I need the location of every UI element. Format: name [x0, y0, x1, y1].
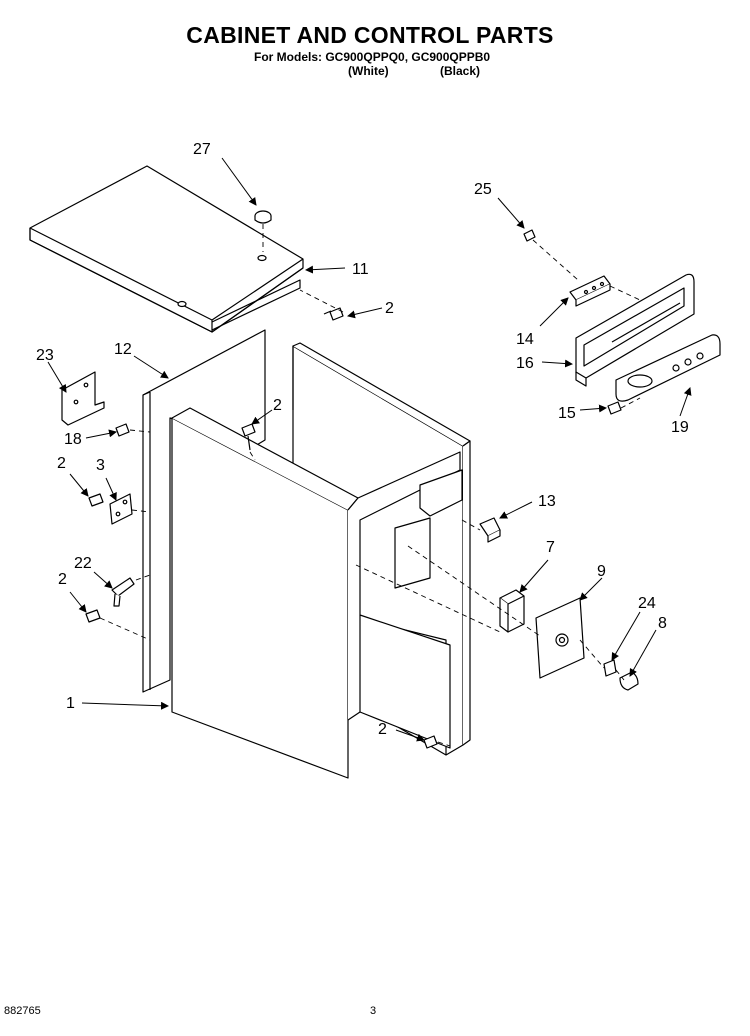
callout-19: 19	[671, 419, 689, 436]
relay-part	[499, 589, 525, 633]
callout-16: 16	[516, 355, 534, 372]
leader-13	[499, 501, 533, 519]
callout-12: 12	[114, 341, 132, 358]
terminal-block-part	[479, 517, 501, 543]
callout-2: 2	[385, 300, 394, 317]
leader-2e	[395, 729, 425, 742]
leader-2d	[69, 591, 87, 613]
switch-part	[569, 275, 611, 307]
page-title: CABINET AND CONTROL PARTS	[186, 22, 554, 48]
control-panel-part	[575, 273, 695, 387]
screw-control-panel	[607, 401, 622, 415]
callout-2: 2	[57, 455, 66, 472]
leader-11	[305, 265, 346, 274]
control-overlay-part	[615, 334, 721, 402]
document-number: 882765	[4, 1005, 41, 1017]
hinge-plate-part	[109, 493, 133, 525]
color-black-label: (Black)	[440, 64, 481, 78]
screw-bottom	[423, 735, 438, 749]
leader-3	[105, 477, 117, 501]
callout-14: 14	[516, 331, 534, 348]
leader-24	[611, 611, 641, 661]
leader-16	[541, 359, 573, 368]
leader-27	[221, 157, 257, 206]
callout-23: 23	[36, 347, 54, 364]
leader-1	[81, 701, 169, 710]
callout-8: 8	[658, 615, 667, 632]
callout-2: 2	[378, 721, 387, 738]
callout-7: 7	[546, 539, 555, 556]
screw-bracket	[115, 423, 130, 437]
nut-part	[603, 659, 617, 677]
leader-18	[85, 429, 117, 439]
callout-2: 2	[273, 397, 282, 414]
leader-22	[93, 571, 113, 589]
color-white-label: (White)	[348, 64, 389, 78]
screw-near-top	[323, 307, 344, 321]
leader-14	[539, 297, 569, 327]
leader-8	[629, 629, 657, 677]
leader-19	[679, 387, 692, 417]
callout-3: 3	[96, 457, 105, 474]
latch-part	[111, 577, 135, 607]
screw-top-right	[523, 229, 536, 242]
screw-hinge	[88, 493, 104, 507]
callout-22: 22	[74, 555, 92, 572]
leader-15	[579, 404, 607, 413]
leader-2c	[69, 473, 89, 497]
knob-part	[619, 671, 639, 691]
leader-7	[519, 559, 549, 593]
callout-13: 13	[538, 493, 556, 510]
callout-18: 18	[64, 431, 82, 448]
screw-center	[241, 423, 256, 451]
callout-9: 9	[597, 563, 606, 580]
timer-plate-part	[535, 597, 585, 679]
callout-27: 27	[193, 141, 211, 158]
bracket-part	[61, 371, 105, 426]
front-side-panel	[171, 407, 461, 779]
leader-23	[47, 361, 67, 393]
leader-2b	[251, 409, 273, 425]
cabinet-top-panel	[29, 165, 304, 333]
callout-11: 11	[352, 261, 369, 278]
screw-latch	[85, 609, 101, 623]
leader-9	[579, 577, 603, 601]
blower-cutout	[394, 469, 463, 589]
callout-15: 15	[558, 405, 576, 422]
plug-part	[254, 210, 272, 224]
callout-2: 2	[58, 571, 67, 588]
page-number: 3	[370, 1005, 377, 1017]
callout-24: 24	[638, 595, 656, 612]
leader-25	[497, 197, 525, 229]
models-line: For Models: GC900QPPQ0, GC900QPPB0	[254, 50, 491, 64]
callout-25: 25	[474, 181, 492, 198]
callout-1: 1	[66, 695, 75, 712]
leader-2a	[347, 307, 383, 319]
leader-12	[133, 355, 169, 379]
